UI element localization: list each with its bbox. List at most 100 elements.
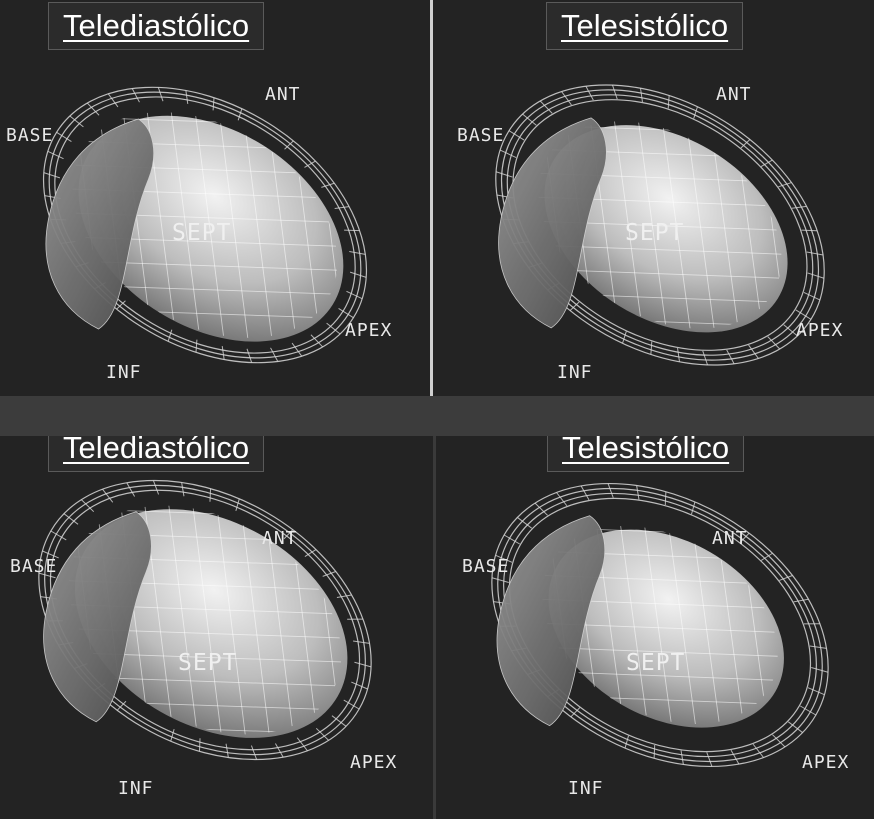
mesh-line	[56, 131, 72, 142]
mesh-line	[167, 329, 173, 342]
label-base: BASE	[6, 125, 54, 146]
mesh-line	[624, 735, 630, 749]
mesh-line	[283, 529, 294, 540]
mesh-line	[561, 91, 572, 106]
panel-bottom-left: Telediastólico BASE ANT SEPT APEX INF	[0, 436, 433, 819]
heart-mesh-model	[495, 78, 825, 372]
base-valve-plane	[45, 118, 155, 330]
mesh-line	[304, 549, 317, 557]
mesh-line	[50, 530, 67, 541]
mesh-line	[246, 348, 253, 363]
mesh-line	[760, 552, 773, 561]
vertical-divider-top	[430, 0, 433, 396]
mesh-line	[795, 309, 812, 320]
mesh-line	[622, 331, 627, 344]
label-sept: SEPT	[172, 220, 232, 246]
mesh-line	[63, 513, 79, 525]
heart-mesh-model	[491, 482, 829, 768]
mesh-line	[157, 87, 164, 102]
mesh-line	[235, 498, 240, 512]
mesh-line	[81, 499, 95, 513]
mesh-shell	[512, 99, 808, 351]
mesh-line	[284, 140, 294, 150]
label-base: BASE	[462, 556, 510, 577]
label-inf: INF	[557, 362, 593, 383]
mesh-line	[491, 577, 509, 583]
mesh-line	[739, 532, 750, 543]
mesh-line	[349, 271, 367, 278]
mesh-line	[212, 97, 215, 111]
heart-mesh-model	[31, 66, 379, 385]
panel-top-left: Telediastólico BASE ANT SEPT APEX INF	[0, 0, 430, 396]
mesh-line	[580, 485, 590, 501]
mesh-line	[116, 300, 126, 310]
mesh-line	[569, 301, 580, 311]
mesh-line	[677, 348, 680, 362]
mesh-line	[607, 483, 614, 498]
label-sept: SEPT	[626, 650, 686, 676]
mesh-line	[42, 550, 59, 559]
mesh-line	[195, 339, 198, 353]
panel-title: Telediastólico	[48, 2, 265, 50]
panel-bottom-right: Telesistólico BASE ANT SEPT APEX INF	[436, 436, 874, 819]
mesh-line	[636, 485, 640, 500]
mesh-shell	[495, 84, 825, 366]
mesh-line	[107, 93, 119, 108]
panel-title: Telesistólico	[546, 2, 744, 50]
mesh-line	[198, 738, 201, 752]
mesh-line	[291, 342, 303, 357]
heart-mesh-model	[27, 458, 383, 782]
base-valve-plane	[498, 117, 607, 329]
mesh-line	[767, 336, 781, 350]
mesh-line	[653, 744, 656, 759]
label-base: BASE	[457, 125, 505, 146]
mesh-line	[517, 517, 532, 529]
mesh-line	[534, 502, 548, 516]
mesh-line	[304, 160, 316, 168]
mesh-line	[680, 750, 684, 765]
label-ant: ANT	[265, 84, 301, 105]
mesh-line	[612, 84, 618, 100]
mesh-line	[116, 700, 127, 711]
panel-top-right: Telesistólico BASE ANT SEPT APEX INF	[433, 0, 874, 396]
mesh-line	[326, 322, 341, 335]
mesh-line	[152, 480, 160, 495]
label-apex: APEX	[350, 752, 398, 773]
mesh-line	[706, 752, 713, 767]
mesh-line	[570, 707, 581, 718]
mesh-line	[793, 598, 809, 603]
mesh-line	[221, 345, 225, 360]
label-inf: INF	[106, 362, 142, 383]
mesh-line	[585, 86, 594, 101]
mesh-line	[806, 251, 824, 256]
mesh-line	[778, 182, 792, 188]
mesh-line	[801, 229, 818, 232]
mesh-line	[86, 102, 100, 116]
base-valve-plane	[496, 515, 606, 727]
mesh-line	[131, 88, 140, 103]
mesh-line	[803, 291, 821, 301]
label-ant: ANT	[712, 528, 748, 549]
mesh-line	[508, 130, 525, 141]
mesh-line	[102, 488, 114, 503]
mesh-line	[336, 594, 352, 598]
mesh-line	[650, 341, 653, 355]
mesh-line	[640, 88, 643, 102]
mesh-line	[730, 749, 740, 765]
mesh-line	[38, 572, 56, 579]
mesh-line	[539, 100, 553, 114]
mesh-line	[225, 743, 229, 758]
mesh-line	[69, 115, 84, 128]
mesh-line	[556, 492, 568, 507]
mesh-line	[693, 106, 698, 119]
mesh-line	[338, 308, 354, 319]
ventricle-shape	[495, 84, 825, 366]
mesh-line	[667, 95, 670, 109]
mesh-line	[334, 206, 350, 209]
mesh-line	[690, 501, 696, 515]
mesh-line	[347, 618, 363, 620]
mesh-line	[170, 728, 175, 742]
mesh-line	[322, 571, 336, 577]
label-ant: ANT	[262, 528, 298, 549]
